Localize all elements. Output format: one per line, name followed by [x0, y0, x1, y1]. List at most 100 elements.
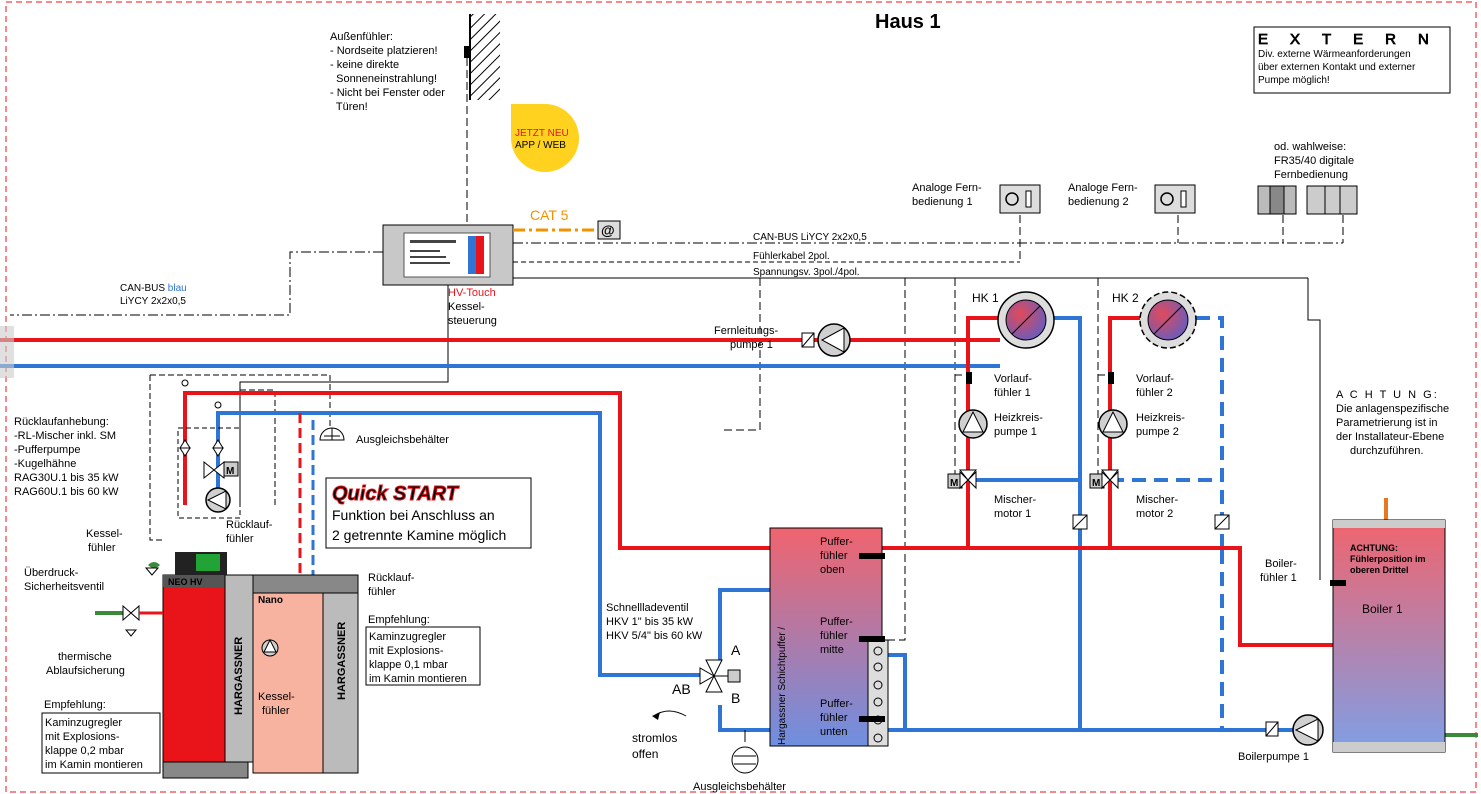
thermal-line-2: Ablaufsicherung [46, 665, 125, 677]
outdoor-sensor-icon [464, 46, 470, 58]
achtung-line-5: durchzuführen. [1350, 445, 1423, 457]
ruecklauf-fuehler-2-line-2: fühler [368, 586, 396, 598]
safety-valve-line-2: Sicherheitsventil [24, 581, 104, 593]
empf-left-box [41, 712, 161, 774]
extern-box: EXTERN Div. externe Wärmeanforderungen ü… [1253, 26, 1451, 94]
ruecklauf-mixer-icon[interactable]: M [203, 460, 239, 480]
controller-name: HV-Touch [448, 287, 496, 299]
analog1-line-2: bedienung 1 [912, 196, 973, 208]
quickstart-heading: Quick START [332, 483, 460, 505]
hk2-label: HK 2 [1112, 291, 1139, 305]
achtung-line-1: A C H T U N G: [1336, 389, 1439, 401]
kessel-fuehler-left-1: Kessel- [86, 528, 123, 540]
empf-right-line-2: mit Explosions- [369, 645, 444, 657]
digital-line-1: od. wahlweise: [1274, 141, 1346, 153]
badge-line-1: JETZT NEU [515, 128, 569, 139]
ruecklauf-line-6: RAG60U.1 bis 60 kW [14, 486, 119, 498]
thermal-line-1: thermische [58, 651, 112, 663]
bus-spannung-label: Spannungsv. 3pol./4pol. [753, 267, 860, 278]
buffer-oben-2: fühler [820, 550, 848, 562]
analog2-line-1: Analoge Fern- [1068, 182, 1138, 194]
achtung-line-4: der Installateur-Ebene [1336, 431, 1444, 443]
vorlauf-sensor-2-icon [1108, 372, 1114, 384]
check-valve-hk1 [1072, 514, 1088, 530]
svg-text:M: M [226, 466, 234, 477]
boiler-warning-1: ACHTUNG: [1350, 543, 1398, 553]
ausgleichsbehaelter-bottom-icon [731, 730, 759, 774]
kessel-fuehler-left-2: fühler [88, 542, 116, 554]
empf-left-heading: Empfehlung: [44, 699, 106, 711]
brand-vertical-1: HARGASSNER [233, 637, 245, 715]
buffer-unten-3: unten [820, 726, 848, 738]
digital-line-2: FR35/40 digitale [1274, 155, 1354, 167]
app-web-badge[interactable]: JETZT NEU APP / WEB [511, 104, 579, 172]
schnell-line-1: Schnellladeventil [606, 602, 689, 614]
empf-left-line-1: Kaminzugregler [45, 717, 122, 729]
fernleitungspumpe[interactable] [801, 323, 851, 357]
hk1-label: HK 1 [972, 291, 999, 305]
house-title: Haus 1 [875, 11, 941, 33]
check-valve-hk2 [1214, 514, 1230, 530]
analog1-line-1: Analoge Fern- [912, 182, 982, 194]
extern-line-2: über externen Kontakt und externer [1258, 62, 1416, 73]
stromlos-line-2: offen [632, 747, 658, 761]
analog2-line-2: bedienung 2 [1068, 196, 1129, 208]
svg-text:@: @ [601, 222, 615, 238]
safety-valve-line-1: Überdruck- [24, 567, 79, 579]
ruecklauf-fuehler-1-line-2: fühler [226, 533, 254, 545]
empf-left-line-2: mit Explosions- [45, 731, 120, 743]
boiler-1-tank [1330, 519, 1446, 753]
ruecklauf-group-box [177, 427, 241, 519]
bus-canbus-label: CAN-BUS LiYCY 2x2x0,5 [753, 232, 867, 243]
mischer-motor-1[interactable]: M [947, 469, 978, 490]
empf-right-line-4: im Kamin montieren [369, 673, 467, 685]
empf-right-box [365, 626, 481, 686]
buffer-oben-3: oben [820, 564, 844, 576]
buffer-unten-1: Puffer- [820, 698, 853, 710]
boiler-brand-label: NEO HV [168, 577, 203, 587]
canbus-blau-line-2: LiYCY 2x2x0,5 [120, 296, 186, 307]
schnell-line-2: HKV 1" bis 35 kW [606, 616, 694, 628]
buffer-mitte-1: Puffer- [820, 616, 853, 628]
heizkreispumpe-1[interactable] [958, 409, 988, 439]
ruecklauf-line-4: -Kugelhähne [14, 458, 76, 470]
quickstart-box: Quick START Funktion bei Anschluss an 2 … [325, 477, 532, 549]
pufferpumpe-icon[interactable] [205, 487, 231, 513]
fernleitung-line-2: pumpe 1 [730, 339, 773, 351]
vorlauf2-line-1: Vorlauf- [1136, 373, 1174, 385]
buffer-oben-1: Puffer- [820, 536, 853, 548]
hk2-heating-circuit [1139, 291, 1197, 349]
quickstart-line-1: Funktion bei Anschluss an [332, 507, 495, 523]
buffer-mitte-3: mitte [820, 644, 844, 656]
outdoor-sensor-line-2: - Nordseite platzieren! [330, 45, 438, 57]
nano-boiler: Nano HARGASSNER [252, 574, 359, 774]
boilerpumpe[interactable] [1265, 714, 1324, 746]
buffer-tank: Hargassner Schichtpuffer / [769, 527, 889, 747]
analog-remote-1-icon[interactable] [999, 184, 1041, 214]
boilerpumpe-label: Boilerpumpe 1 [1238, 751, 1309, 763]
mischer-motor-2[interactable]: M [1089, 469, 1120, 490]
heizkreis2-line-2: pumpe 2 [1136, 426, 1179, 438]
at-internet-icon: @ [597, 220, 621, 240]
heizkreis1-line-2: pumpe 1 [994, 426, 1037, 438]
fernleitung-line-1: Fernleitungs- [714, 325, 779, 337]
buffer-mitte-2: fühler [820, 630, 848, 642]
extern-heading: EXTERN [1258, 31, 1451, 48]
heizkreispumpe-2[interactable] [1098, 409, 1128, 439]
ruecklauf-line-2: -RL-Mischer inkl. SM [14, 430, 116, 442]
outdoor-sensor-line-6: Türen! [330, 101, 368, 113]
empf-right-heading: Empfehlung: [368, 614, 430, 626]
boiler-warning-3: oberen Drittel [1350, 565, 1409, 575]
cat5-label: CAT 5 [530, 207, 569, 223]
analog-remote-2-icon[interactable] [1154, 184, 1196, 214]
schnellladeventil-icon[interactable] [699, 659, 741, 693]
bus-fuehlerkabel-label: Fühlerkabel 2pol. [753, 251, 830, 262]
achtung-line-2: Die anlagenspezifische [1336, 403, 1449, 415]
ausgleich-bottom-label: Ausgleichsbehälter [693, 781, 786, 793]
heizkreis2-line-1: Heizkreis- [1136, 412, 1185, 424]
quickstart-line-2: 2 getrennte Kamine möglich [332, 527, 506, 543]
ausgleichsbehaelter-top-icon [319, 427, 345, 441]
digital-remote-icon[interactable] [1257, 185, 1358, 215]
extern-line-3: Pumpe möglich! [1258, 75, 1330, 86]
outdoor-sensor-line-3: - keine direkte [330, 59, 399, 71]
